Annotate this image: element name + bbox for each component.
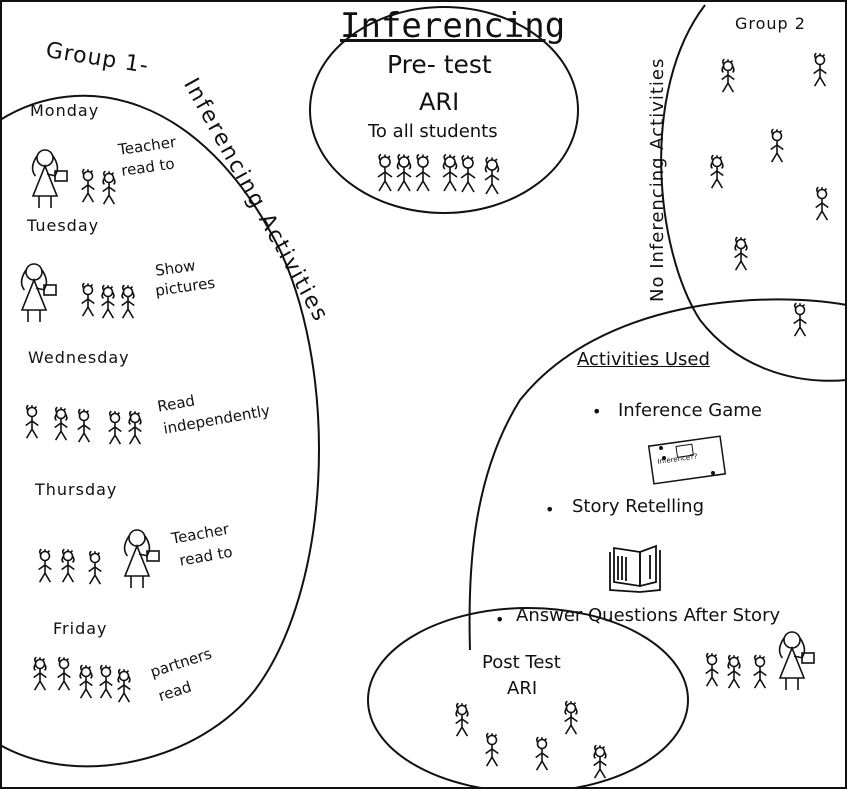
stick-figure: [710, 154, 724, 189]
stick-figure: [793, 302, 807, 337]
stick-figure: [535, 736, 549, 771]
stick-figure: [99, 664, 113, 699]
group2-oval: [660, 4, 847, 382]
stick-figure: [396, 153, 412, 192]
stick-figure: [108, 410, 122, 445]
stick-figure: [734, 236, 748, 271]
stick-figure: [101, 284, 115, 319]
stick-figure: [128, 410, 142, 445]
stick-figure: [61, 548, 75, 583]
stick-figure: [88, 550, 102, 585]
stick-figure: [564, 700, 578, 735]
teacher-figure: [778, 631, 815, 690]
inference-card-icon: [647, 435, 727, 485]
stick-figure: [33, 656, 47, 691]
teacher-figure: [31, 149, 68, 208]
stick-figure: [102, 170, 116, 205]
day-friday: Friday: [53, 619, 108, 638]
stick-figure: [460, 154, 476, 193]
activity-item-3: Answer Questions After Story: [516, 605, 781, 626]
stick-figure: [54, 406, 68, 441]
stick-figure: [77, 408, 91, 443]
group1-oval: [0, 94, 320, 768]
stick-figure: [593, 744, 607, 779]
group2-heading: Group 2: [735, 14, 806, 33]
stick-figure: [753, 654, 767, 689]
stick-figure: [484, 156, 500, 195]
activity-item-1: Inference Game: [618, 400, 762, 421]
stick-figure: [721, 58, 735, 93]
stick-figure: [770, 128, 784, 163]
day-thursday: Thursday: [35, 480, 118, 499]
day-monday: Monday: [30, 101, 100, 120]
pretest-audience: To all students: [368, 121, 498, 142]
bullet-3: •: [495, 610, 505, 629]
group2-no-activities-label: No Inferencing Activities: [647, 57, 668, 302]
book-icon: [609, 544, 661, 593]
pretest-label: Pre- test: [387, 50, 492, 79]
posttest-ari: ARI: [507, 678, 538, 699]
stick-figure: [455, 702, 469, 737]
stick-figure: [377, 153, 393, 192]
stick-figure: [727, 654, 741, 689]
stick-figure: [57, 656, 71, 691]
stick-figure: [25, 404, 39, 439]
pretest-circle: [309, 6, 579, 214]
activities-heading: Activities Used: [577, 349, 710, 370]
posttest-circle: [367, 607, 689, 789]
pretest-ari: ARI: [419, 88, 460, 116]
bullet-2: •: [545, 500, 555, 519]
stick-figure: [415, 153, 431, 192]
stick-figure: [815, 186, 829, 221]
stick-figure: [442, 153, 458, 192]
stick-figure: [81, 282, 95, 317]
stick-figure: [81, 168, 95, 203]
day-wednesday: Wednesday: [28, 348, 130, 367]
bullet-1: •: [592, 402, 602, 421]
teacher-figure: [20, 263, 57, 322]
stick-figure: [485, 732, 499, 767]
stick-figure: [79, 664, 93, 699]
title-inferencing: Inferencing: [340, 6, 566, 46]
activity-item-2: Story Retelling: [572, 496, 705, 517]
stick-figure: [705, 652, 719, 687]
teacher-figure: [123, 529, 160, 588]
stick-figure: [38, 548, 52, 583]
day-tuesday: Tuesday: [27, 216, 100, 235]
activities-oval: [468, 298, 847, 651]
stick-figure: [121, 284, 135, 319]
stick-figure: [813, 52, 827, 87]
posttest-label: Post Test: [482, 652, 561, 673]
stick-figure: [117, 668, 131, 703]
